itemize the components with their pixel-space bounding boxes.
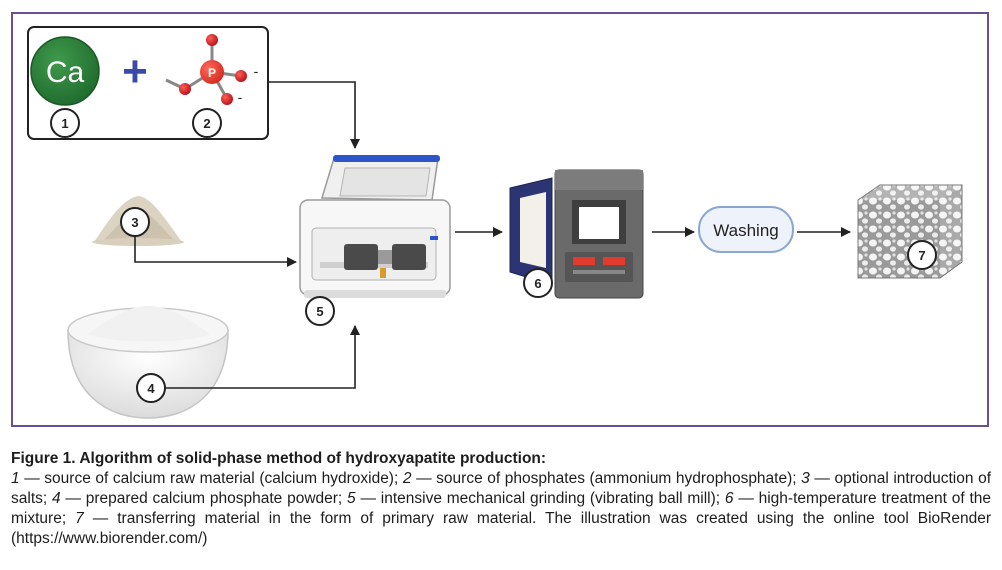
caption-item: 1 — source of calcium raw material (calc… <box>11 470 403 487</box>
caption-title: Figure 1. Algorithm of solid-phase metho… <box>11 450 547 467</box>
arrow-powder-to-mill <box>165 325 360 389</box>
svg-text:5: 5 <box>316 304 323 319</box>
arrow-salt-to-mill <box>134 232 297 267</box>
plus-sign: + <box>122 47 148 96</box>
svg-text:6: 6 <box>534 276 541 291</box>
callout-3: 3 <box>120 207 150 237</box>
phosphate-molecule-icon: P - - <box>165 34 259 105</box>
caption-note: The illustration was created using the o… <box>11 510 992 547</box>
svg-text:2: 2 <box>203 116 210 131</box>
svg-text:7: 7 <box>918 248 925 263</box>
caption-item: 7 — transferring material in the form of… <box>75 510 546 527</box>
diagram-canvas: Ca + P - - <box>27 26 963 419</box>
phosphorus-label: P <box>208 66 216 80</box>
caption-item: 6 — high-temperature treatment of the mi… <box>11 490 992 527</box>
callout-5: 5 <box>305 296 335 326</box>
callout-1: 1 <box>50 108 80 138</box>
muffle-furnace-icon <box>509 169 644 299</box>
washing-label: Washing <box>713 221 779 240</box>
caption-item: 2 — source of phosphates (ammonium hydro… <box>402 470 802 487</box>
svg-text:3: 3 <box>131 215 138 230</box>
caption-item: 4 — prepared calcium phosphate powder; <box>51 490 348 507</box>
caption-body: 1 — source of calcium raw material (calc… <box>11 469 991 549</box>
caption-item: 5 — intensive mechanical grinding (vibra… <box>347 490 725 507</box>
caption-item: 3 — optional introduction of salts; <box>11 470 991 507</box>
arrow-raw-to-mill <box>268 81 360 149</box>
calcium-icon: Ca <box>30 36 100 106</box>
porous-block-icon <box>857 184 963 279</box>
diagram-frame: Ca + P - - <box>11 12 989 427</box>
charge-label-bottom: - <box>238 89 243 105</box>
ball-mill-icon <box>299 155 451 298</box>
svg-text:4: 4 <box>147 381 155 396</box>
figure-caption: Figure 1. Algorithm of solid-phase metho… <box>11 449 991 549</box>
svg-text:1: 1 <box>61 116 68 131</box>
washing-step <box>698 206 794 253</box>
callout-7: 7 <box>907 240 937 270</box>
callout-6: 6 <box>523 268 553 298</box>
charge-label-top: - <box>254 63 259 79</box>
callout-2: 2 <box>192 108 222 138</box>
calcium-label: Ca <box>46 56 85 89</box>
callout-4: 4 <box>136 373 166 403</box>
